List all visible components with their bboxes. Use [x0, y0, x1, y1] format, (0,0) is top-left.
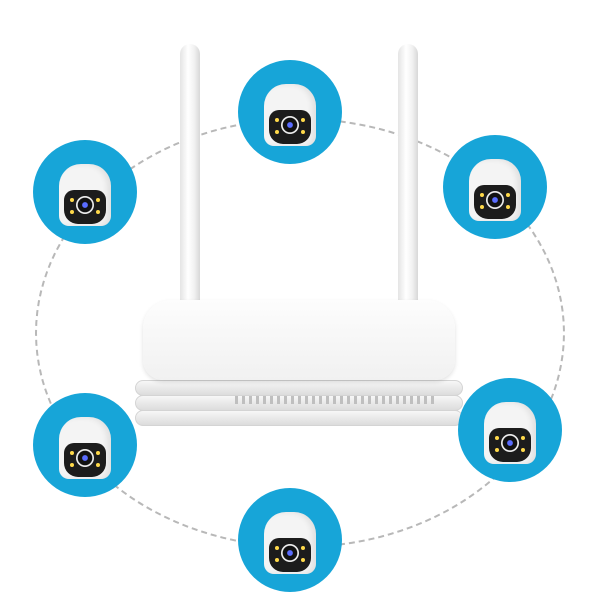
camera-face: [489, 428, 531, 462]
camera-bubble-top: [238, 60, 342, 164]
led: [495, 436, 499, 440]
router-layer: [135, 410, 463, 426]
router-layer: [135, 380, 463, 396]
antenna-right: [398, 44, 418, 309]
camera-icon: [469, 159, 521, 221]
led: [275, 558, 279, 562]
led: [275, 546, 279, 550]
led: [96, 210, 100, 214]
led: [480, 193, 484, 197]
led: [506, 205, 510, 209]
camera-icon: [484, 402, 536, 464]
camera-face: [269, 538, 311, 572]
led: [301, 558, 305, 562]
led: [506, 193, 510, 197]
camera-face: [474, 185, 516, 219]
camera-icon: [264, 512, 316, 574]
led: [70, 210, 74, 214]
camera-icon: [264, 84, 316, 146]
camera-bubble-bottom: [238, 488, 342, 592]
camera-bubble-lower-left: [33, 393, 137, 497]
led: [480, 205, 484, 209]
led: [96, 198, 100, 202]
led: [495, 448, 499, 452]
led: [96, 451, 100, 455]
led: [521, 448, 525, 452]
antenna-left: [180, 44, 200, 309]
led: [96, 463, 100, 467]
camera-bubble-upper-left: [33, 140, 137, 244]
camera-face: [64, 443, 106, 477]
camera-lens: [281, 544, 299, 562]
camera-icon: [59, 164, 111, 226]
camera-bubble-upper-right: [443, 135, 547, 239]
router-top: [143, 300, 455, 380]
led: [70, 451, 74, 455]
led: [275, 130, 279, 134]
led: [70, 198, 74, 202]
camera-bubble-lower-right: [458, 378, 562, 482]
led: [301, 118, 305, 122]
led: [521, 436, 525, 440]
nvr-router: [135, 300, 463, 435]
led: [301, 130, 305, 134]
led: [275, 118, 279, 122]
camera-lens: [486, 191, 504, 209]
camera-lens: [76, 449, 94, 467]
camera-lens: [281, 116, 299, 134]
camera-lens: [76, 196, 94, 214]
camera-lens: [501, 434, 519, 452]
camera-face: [269, 110, 311, 144]
camera-face: [64, 190, 106, 224]
camera-icon: [59, 417, 111, 479]
led: [70, 463, 74, 467]
router-vents: [235, 396, 435, 404]
led: [301, 546, 305, 550]
